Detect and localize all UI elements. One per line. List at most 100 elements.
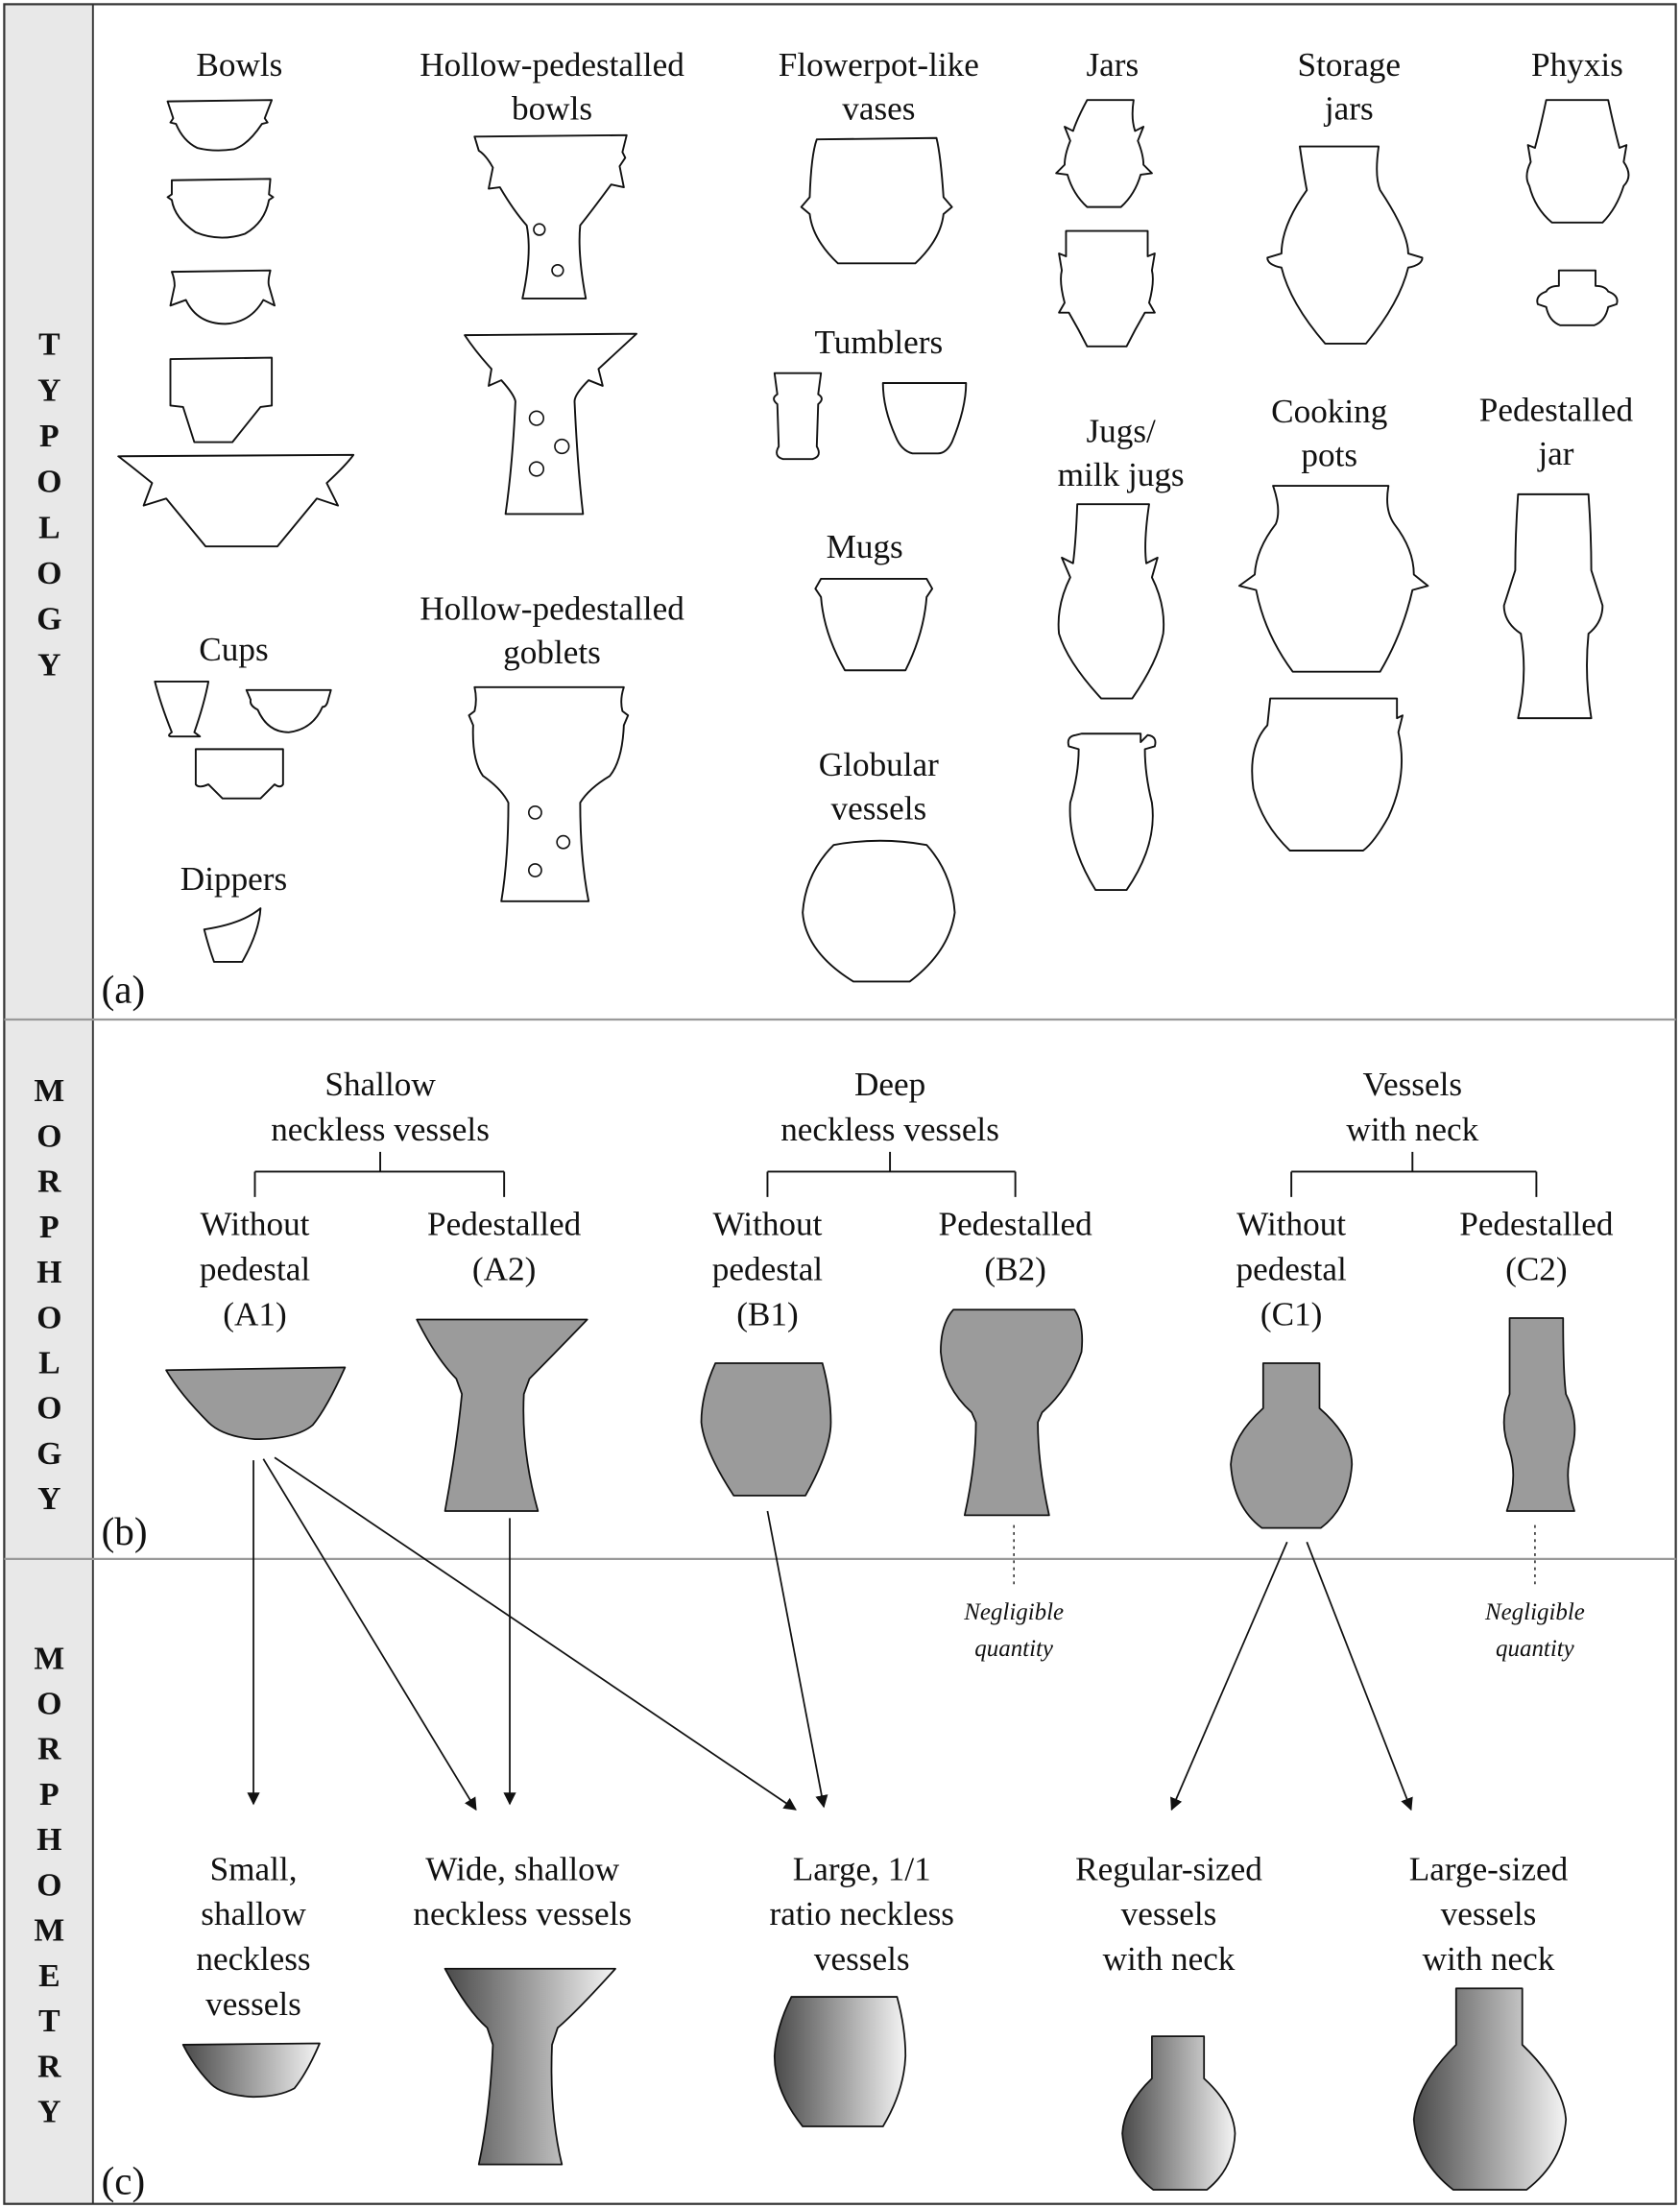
phyxis-1 — [1525, 99, 1630, 224]
note-b2-1: Negligible — [963, 1599, 1064, 1625]
label-a2-2: (A2) — [472, 1250, 536, 1287]
arrow-a1-to-large — [274, 1456, 797, 1811]
panel-label-c: (c) — [102, 2158, 146, 2202]
cup-2 — [245, 688, 332, 733]
hollow-pedestalled-bowl-drawing-2 — [464, 332, 637, 516]
side-label-letter: P — [39, 1210, 60, 1245]
class-large-neck: Large-sized vessels with neck — [1409, 1850, 1569, 2191]
side-label-letter: L — [38, 510, 60, 545]
class-small-4: vessels — [205, 1985, 301, 2023]
label-c2-2: (C2) — [1505, 1250, 1567, 1287]
label-b2-1: Pedestalled — [939, 1205, 1093, 1242]
storage-jar-drawing — [1266, 145, 1424, 345]
class-small-2: shallow — [201, 1895, 306, 1932]
group-title-c-2: with neck — [1346, 1111, 1478, 1148]
label-mugs: Mugs — [827, 528, 903, 565]
group-title-a-1: Shallow — [324, 1066, 436, 1103]
label-c1-1: Without — [1236, 1205, 1346, 1242]
label-c2-1: Pedestalled — [1459, 1205, 1614, 1242]
jugs-drawings — [1057, 503, 1165, 892]
class-regular-1: Regular-sized — [1075, 1850, 1262, 1887]
label-phyxis: Phyxis — [1531, 46, 1623, 84]
label-bowls: Bowls — [196, 46, 282, 84]
pedestalled-jar-drawing — [1502, 492, 1604, 720]
side-label-letter: P — [39, 419, 60, 454]
phyxis-drawings — [1525, 99, 1630, 326]
cooking-pot-2 — [1251, 697, 1404, 852]
side-label-letter: O — [36, 465, 61, 500]
label-flowerpot-2: vases — [842, 90, 915, 128]
side-label-letter: O — [36, 1391, 61, 1427]
label-storage-1: Storage — [1298, 46, 1402, 84]
note-c2-2: quantity — [1496, 1636, 1575, 1662]
bracket-a — [253, 1151, 506, 1197]
note-c2-1: Negligible — [1484, 1599, 1585, 1625]
shape-regular-neck — [1121, 2035, 1236, 2191]
jar-1 — [1055, 99, 1153, 208]
side-label-letter: Y — [37, 2095, 60, 2130]
side-label-letter: M — [34, 1073, 64, 1109]
label-c1-3: (C1) — [1260, 1295, 1323, 1332]
label-ped-jar-2: jar — [1536, 435, 1573, 472]
side-label-letter: P — [39, 1777, 60, 1812]
hollow-pedestalled-bowl-drawing — [473, 133, 628, 300]
shape-c2 — [1502, 1317, 1576, 1512]
arrow-a1-to-wide — [262, 1458, 477, 1812]
cup-3 — [194, 748, 284, 800]
label-a1-2: pedestal — [200, 1250, 311, 1287]
class-largeneck-1: Large-sized — [1409, 1850, 1569, 1887]
class-wide-2: neckless vessels — [413, 1895, 632, 1932]
side-label-letter: Y — [37, 1481, 60, 1517]
arrow-b1-to-large — [766, 1510, 828, 1809]
side-label-letter: O — [36, 1867, 61, 1903]
side-label-letter: H — [36, 1822, 61, 1858]
class-large-1: Large, 1/1 — [793, 1850, 931, 1887]
jug-1 — [1057, 503, 1165, 700]
shape-b2 — [940, 1308, 1084, 1517]
class-largeneck-2: vessels — [1441, 1895, 1537, 1932]
label-a1-3: (A1) — [223, 1295, 286, 1332]
arrow-c1-to-regular — [1170, 1541, 1288, 1812]
class-large-2: ratio neckless — [770, 1895, 954, 1932]
shape-wide-shallow — [444, 1967, 616, 2166]
group-title-b-1: Deep — [854, 1066, 925, 1103]
side-label-letter: L — [38, 1346, 60, 1381]
side-label-letter: E — [38, 1958, 60, 1994]
bracket-b — [766, 1151, 1017, 1197]
label-flowerpot-1: Flowerpot-like — [779, 46, 979, 84]
label-globular-1: Globular — [819, 746, 939, 783]
shape-large-neck — [1412, 1987, 1568, 2191]
group-title-a-2: neckless vessels — [271, 1111, 490, 1148]
phyxis-2 — [1536, 269, 1619, 326]
jar-2 — [1058, 229, 1156, 348]
cooking-pots-drawings — [1237, 485, 1429, 852]
class-regular-3: with neck — [1103, 1940, 1236, 1978]
label-globular-2: vessels — [831, 790, 927, 828]
figure-frame — [3, 3, 1677, 2205]
hollow-pedestalled-goblet-drawing — [468, 685, 630, 902]
flowerpot-vase-drawing — [800, 136, 953, 265]
side-label-letter: M — [34, 1913, 64, 1949]
label-hp-goblets-2: goblets — [503, 634, 601, 671]
side-label-letter: O — [36, 556, 61, 591]
group-deep-neckless: Deep neckless vessels Without pedestal (… — [700, 1066, 1093, 1662]
label-cooking-1: Cooking — [1271, 393, 1387, 430]
cups-drawings — [154, 681, 332, 800]
class-large-ratio: Large, 1/1 ratio neckless vessels — [770, 1850, 954, 2127]
classification-arrows — [247, 1456, 1413, 1812]
label-jugs-1: Jugs/ — [1086, 413, 1156, 450]
bowls-drawings — [117, 99, 355, 548]
label-hp-goblets-1: Hollow-pedestalled — [420, 589, 684, 627]
cup-1 — [154, 681, 210, 738]
class-wide-1: Wide, shallow — [425, 1850, 619, 1887]
arrow-c1-to-largeneck — [1306, 1541, 1413, 1812]
bowl-4 — [169, 356, 274, 444]
bowl-1 — [166, 99, 274, 152]
mug-drawing — [814, 577, 934, 672]
class-small-3: neckless — [196, 1940, 310, 1978]
label-hp-bowls-2: bowls — [512, 90, 592, 128]
tumblers-drawings — [773, 372, 968, 461]
